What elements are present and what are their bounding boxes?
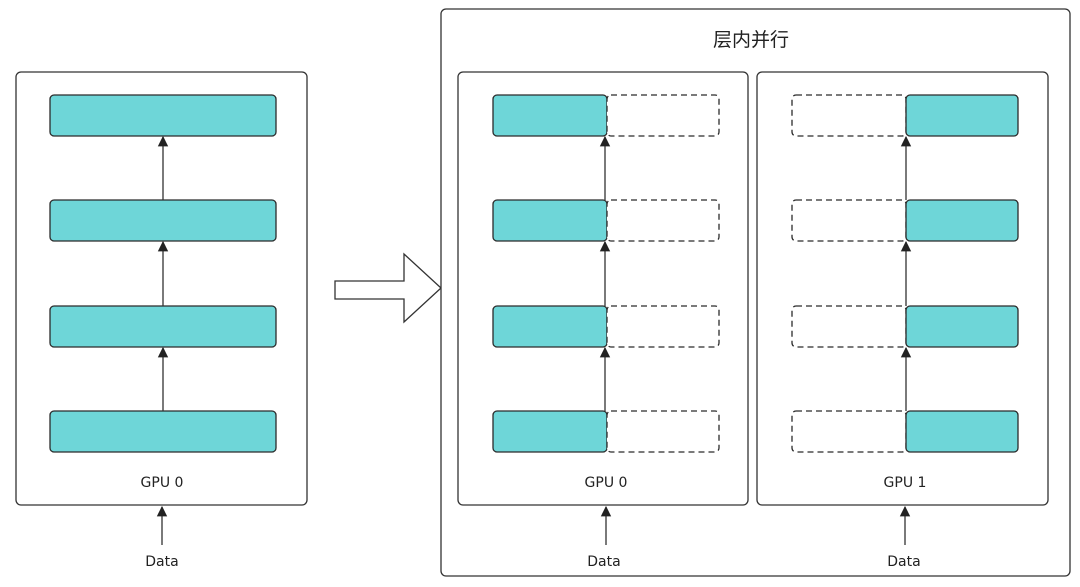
gpu0-shard: GPU 0 Data (457, 71, 749, 570)
layer-shard-local (905, 94, 1019, 137)
layer-shard-remote (606, 94, 720, 137)
layer-block (49, 94, 277, 137)
gpu1-shard-label: GPU 1 (884, 475, 927, 491)
layer-shard-remote (606, 199, 720, 242)
layer-shard-remote (606, 410, 720, 453)
layer-shard-remote (791, 305, 907, 348)
single-gpu-model: GPU 0 Data (15, 71, 308, 570)
gpu0-shard-label: GPU 0 (585, 475, 628, 491)
gpu0-data-label: Data (587, 554, 620, 570)
gpu0-shard-panel (457, 71, 749, 506)
gpu1-data-label: Data (887, 554, 920, 570)
layer-shard-local (492, 305, 608, 348)
layer-shard-remote (791, 94, 907, 137)
intra-layer-parallel-title: 层内并行 (713, 29, 789, 51)
layer-shard-local (492, 94, 608, 137)
gpu1-shard-panel (756, 71, 1049, 506)
gpu0-panel (15, 71, 308, 506)
layer-shard-remote (606, 305, 720, 348)
transform-arrow (334, 252, 442, 324)
layer-shard-local (492, 410, 608, 453)
layer-block (49, 410, 277, 453)
layer-shard-remote (791, 410, 907, 453)
intra-layer-parallel: 层内并行 GPU 0 Data GPU 1 Data (440, 8, 1071, 577)
layer-shard-local (905, 199, 1019, 242)
layer-shard-local (492, 199, 608, 242)
layer-shard-remote (791, 199, 907, 242)
layer-shard-local (905, 305, 1019, 348)
layer-block (49, 199, 277, 242)
data-label: Data (145, 554, 178, 570)
layer-block (49, 305, 277, 348)
layer-shard-local (905, 410, 1019, 453)
gpu0-label: GPU 0 (141, 475, 184, 491)
gpu1-shard: GPU 1 Data (756, 71, 1049, 570)
